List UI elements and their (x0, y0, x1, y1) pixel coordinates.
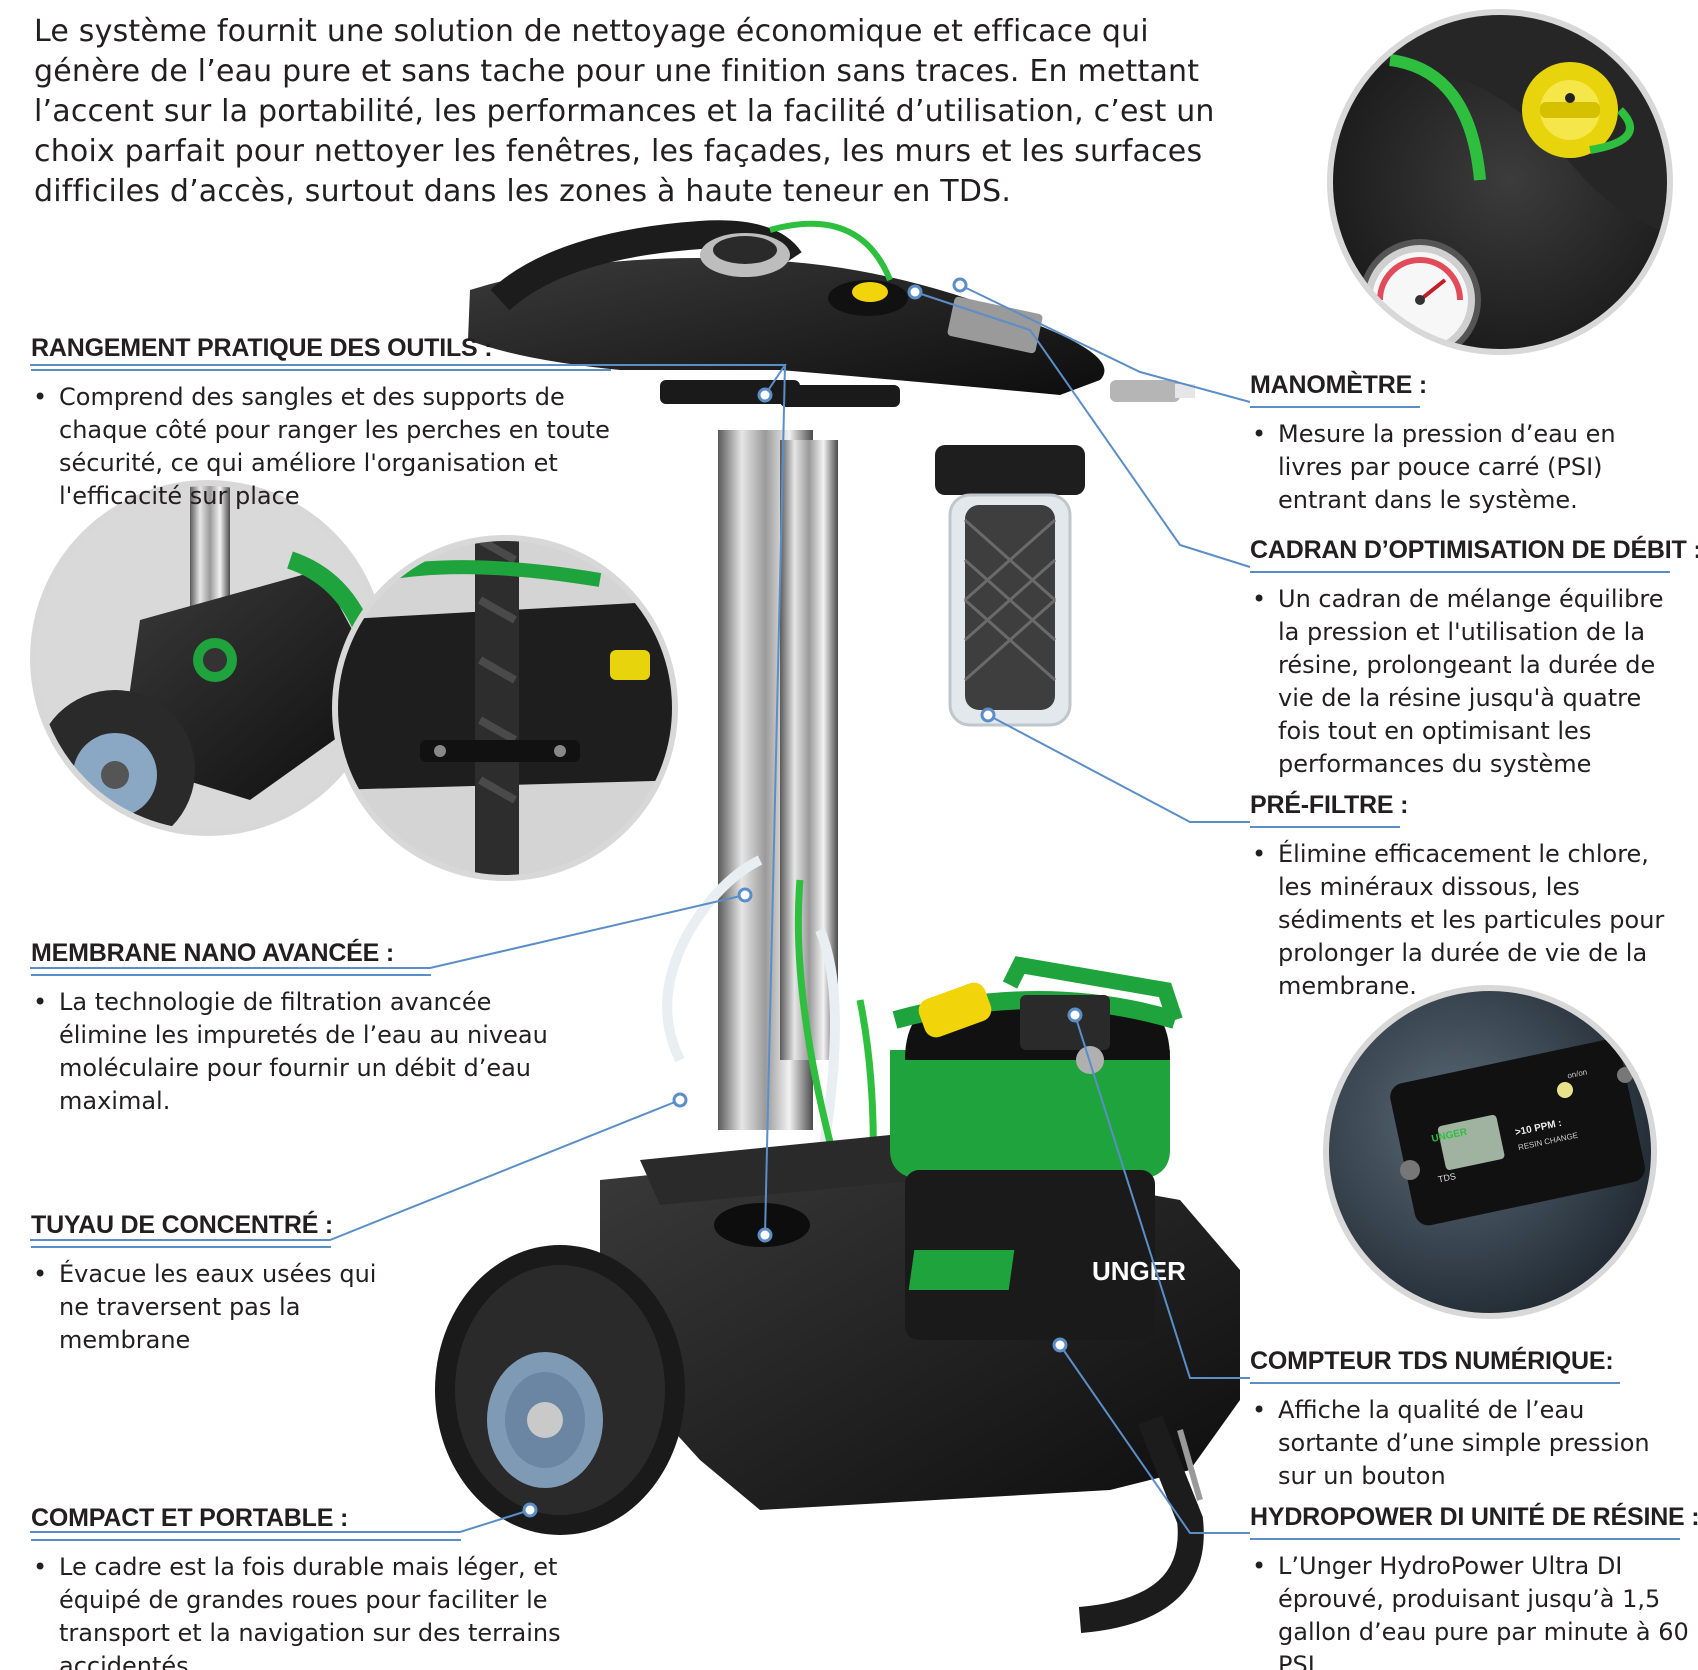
feature-text: Affiche la qualité de l’eau sortante d’u… (1250, 1394, 1670, 1493)
feature-title: CADRAN D’OPTIMISATION DE DÉBIT : (1250, 536, 1698, 564)
tds-on-text: on/on (1567, 1067, 1588, 1080)
feature-title: MEMBRANE NANO AVANCÉE : (31, 939, 394, 967)
leader-lines (30, 284, 1251, 1534)
feature-rule (1250, 1382, 1620, 1384)
cart-main: UNGER (435, 220, 1240, 1633)
feature-title: COMPTEUR TDS NUMÉRIQUE: (1250, 1347, 1614, 1375)
leader-tds (1074, 1014, 1250, 1379)
feature-tds: COMPTEUR TDS NUMÉRIQUE: Affiche la quali… (1250, 1346, 1670, 1493)
intro-paragraph: Le système fournit une solution de netto… (34, 14, 1215, 209)
zoom-circle-tds-meter: UNGER TDS >10 PPM : RESIN CHANGE on/on (1326, 988, 1654, 1316)
feature-title: TUYAU DE CONCENTRÉ : (31, 1211, 334, 1239)
resin-tank (905, 1170, 1155, 1340)
leader-dots (522, 277, 1083, 1518)
leader-manometre (959, 284, 1251, 403)
leader-cadran (914, 291, 1251, 568)
feature-compact: COMPACT ET PORTABLE : Le cadre est la fo… (31, 1503, 591, 1670)
feature-manometre: MANOMÈTRE : Mesure la pression d’eau en … (1250, 370, 1670, 517)
feature-rule (31, 369, 611, 371)
feature-text: La technologie de filtration avancée éli… (31, 986, 571, 1118)
leader-hydropower (1059, 1344, 1250, 1534)
zoom-circle-base-wheel (33, 483, 383, 833)
feature-text: Élimine efficacement le chlore, les miné… (1250, 838, 1670, 1003)
feature-rule (1250, 406, 1420, 408)
feature-text: Comprend des sangles et des supports de … (31, 381, 611, 513)
feature-rangement: RANGEMENT PRATIQUE DES OUTILS : Comprend… (31, 333, 611, 513)
feature-title: HYDROPOWER DI UNITÉ DE RÉSINE : (1250, 1503, 1698, 1531)
feature-title: MANOMÈTRE : (1250, 371, 1427, 399)
feature-title: RANGEMENT PRATIQUE DES OUTILS : (31, 334, 493, 362)
top-handle (468, 258, 1105, 395)
feature-cadran: CADRAN D’OPTIMISATION DE DÉBIT : Un cadr… (1250, 535, 1698, 781)
feature-text: Mesure la pression d’eau en livres par p… (1250, 418, 1670, 517)
feature-rule (31, 1246, 331, 1248)
leader-compact (30, 1509, 531, 1533)
feature-title: COMPACT ET PORTABLE : (31, 1504, 349, 1532)
feature-rule (1250, 571, 1670, 573)
feature-tuyau: TUYAU DE CONCENTRÉ : Évacue les eaux usé… (31, 1210, 391, 1357)
feature-text: Un cadran de mélange équilibre la pressi… (1250, 583, 1670, 781)
feature-rule (31, 1539, 461, 1541)
feature-text: Évacue les eaux usées qui ne traversent … (31, 1258, 391, 1357)
feature-hydropower: HYDROPOWER DI UNITÉ DE RÉSINE : L’Unger … (1250, 1502, 1698, 1670)
feature-prefiltre: PRÉ-FILTRE : Élimine efficacement le chl… (1250, 790, 1670, 1003)
feature-title: PRÉ-FILTRE : (1250, 791, 1409, 819)
feature-text: L’Unger HydroPower Ultra DI éprouvé, pro… (1250, 1550, 1690, 1670)
leader-membrane (30, 894, 746, 969)
feature-rule (31, 974, 431, 976)
resin-brand-text: UNGER (1092, 1256, 1186, 1286)
tds-label-text: TDS (1437, 1171, 1457, 1185)
feature-membrane: MEMBRANE NANO AVANCÉE : La technologie d… (31, 938, 571, 1118)
feature-text: Le cadre est la fois durable mais léger,… (31, 1551, 591, 1670)
zoom-circle-pole-strap (335, 538, 675, 878)
zoom-circle-dial-manometer (1330, 12, 1670, 352)
feature-rule (1250, 1538, 1680, 1540)
leader-tuyau (30, 1099, 681, 1241)
feature-rule (1250, 826, 1400, 828)
leader-prefiltre (987, 714, 1250, 823)
